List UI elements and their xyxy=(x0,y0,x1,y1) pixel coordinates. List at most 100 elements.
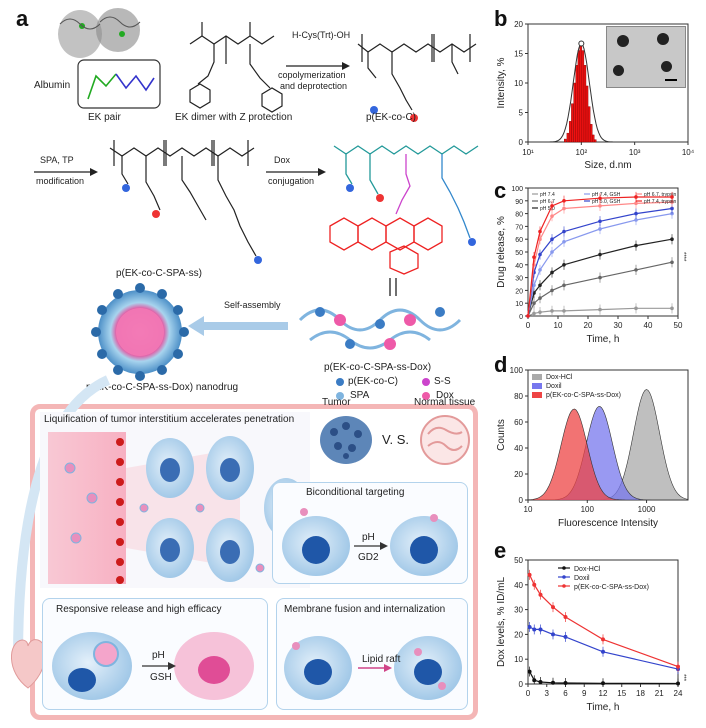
chart-c-xtick-label: 10 xyxy=(554,321,563,330)
chart-c-point xyxy=(598,252,602,257)
nanodrug-label: p(EK-co-C-SPA-ss-Dox) nanodrug xyxy=(86,382,239,393)
chart-c-point xyxy=(562,283,566,288)
ph-label-2: pH xyxy=(152,650,165,661)
chart-b-fit-curve xyxy=(538,42,646,143)
chart-b-bar xyxy=(566,132,570,143)
chart-c-point xyxy=(538,229,542,234)
chart-c-ytick-label: 70 xyxy=(515,224,523,231)
chart-b-bar xyxy=(589,124,593,143)
ek-dimer-label: EK dimer with Z protection xyxy=(175,112,293,123)
chart-e-point xyxy=(538,627,543,632)
step1-line2: and deprotection xyxy=(280,81,348,91)
chart-e-significance: *** xyxy=(680,674,686,682)
panel-label-c: c xyxy=(494,178,507,203)
self-assembly-label: Self-assembly xyxy=(224,300,281,310)
legend-spa-label: SPA xyxy=(350,390,370,401)
chart-e-point xyxy=(676,664,680,669)
chart-c-ytick-label: 0 xyxy=(519,314,523,321)
chart-c-legend-label: pH 6.7, trypsin xyxy=(644,192,676,198)
chart-c-ylabel: Drug release, % xyxy=(496,216,507,288)
chart-c-point xyxy=(532,255,536,259)
chart-c-ytick-label: 90 xyxy=(515,199,523,206)
chart-c-point xyxy=(598,196,602,201)
chart-b-bar xyxy=(593,139,597,143)
chart-e-point xyxy=(527,624,532,629)
chart-b-bar xyxy=(581,50,585,143)
chart-e-ylabel: Dox levels, % ID/mL xyxy=(496,577,507,667)
chart-d-ytick-label: 40 xyxy=(514,444,523,453)
chart-d-legend-label: p(EK-co-C-SPA-ss-Dox) xyxy=(546,392,621,399)
chart-e-point xyxy=(551,632,555,637)
chart-b-xtick-label: 10¹ xyxy=(522,148,534,157)
panel-label-a: a xyxy=(16,6,29,31)
chart-c-point xyxy=(670,260,674,265)
chart-c-point xyxy=(670,306,674,311)
chart-d-legend-label: Dox-HCl xyxy=(546,374,573,381)
chart-c-point xyxy=(538,296,542,300)
membrane-title: Membrane fusion and internalization xyxy=(284,604,446,615)
legend-ss-label: S-S xyxy=(434,376,451,387)
chart-c-point xyxy=(670,206,674,211)
chart-c-point xyxy=(598,204,602,208)
chart-c-legend-label: pH 7.4, GSH xyxy=(592,192,621,198)
chart-b-ytick-label: 10 xyxy=(514,79,523,88)
chart-c-series-line xyxy=(527,201,673,317)
chart-c-xtick-label: 50 xyxy=(674,321,683,330)
panel-label-d: d xyxy=(494,352,508,377)
chart-c-point xyxy=(670,237,674,241)
albumin-label: Albumin xyxy=(34,80,71,91)
chart-e-ytick-label: 40 xyxy=(514,581,523,590)
chart-c-point xyxy=(532,311,536,316)
chart-c-point xyxy=(562,239,566,244)
albumin-structure-icon xyxy=(58,8,141,58)
chart-c-point xyxy=(550,214,554,218)
chart-e-xtick-label: 9 xyxy=(582,689,587,698)
chart-e-point xyxy=(532,678,537,683)
chart-e-xtick-label: 21 xyxy=(655,689,664,698)
chart-d-ytick-label: 0 xyxy=(519,496,524,505)
chart-b-xtick-label: 10² xyxy=(576,148,588,157)
chart-c-point xyxy=(598,227,602,231)
chart-e-point xyxy=(532,582,537,587)
chart-c-ytick-label: 10 xyxy=(515,301,523,308)
chart-c-point xyxy=(634,211,638,216)
pek-co-c-spa-ss-dox-label: p(EK-co-C-SPA-ss-Dox) xyxy=(324,362,432,373)
biconditional-title: Biconditional targeting xyxy=(306,487,405,498)
chart-c-point xyxy=(532,283,536,288)
chart-d-histogram-area xyxy=(528,409,688,500)
liquification-title: Liquification of tumor interstitium acce… xyxy=(44,414,295,425)
chart-c-point xyxy=(598,307,602,312)
chart-c-point xyxy=(550,270,554,275)
chart-c-point xyxy=(538,268,542,272)
chart-c-ytick-label: 20 xyxy=(515,288,523,295)
chart-e-legend-label: Dox-HCl xyxy=(574,566,601,573)
chart-b-bar xyxy=(573,82,576,143)
versus-label: V. S. xyxy=(382,432,409,447)
chart-d-legend-swatch xyxy=(532,374,542,380)
chart-b-ytick-label: 0 xyxy=(519,138,524,147)
chart-d-histogram-outline xyxy=(527,408,688,501)
chart-d-ytick-label: 100 xyxy=(510,366,524,375)
chart-b-xlabel: Size, d.nm xyxy=(584,160,631,171)
chart-e-point xyxy=(601,649,605,654)
lipid-raft-label: Lipid raft xyxy=(362,654,401,665)
legend-dox-label: Dox xyxy=(436,390,454,401)
nanodrug-sphere-illustration xyxy=(91,283,189,381)
chart-d-xtick-label: 1000 xyxy=(638,505,656,514)
chart-e-xtick-label: 0 xyxy=(526,689,531,698)
chart-c-point xyxy=(634,195,638,199)
normal-tissue-illustration xyxy=(420,415,470,465)
chart-d-legend-swatch xyxy=(532,383,542,389)
chart-e-ytick-label: 0 xyxy=(519,680,524,689)
chart-e-point xyxy=(601,681,605,686)
chart-e-legend-marker xyxy=(562,566,566,570)
chart-b-bar xyxy=(583,65,587,143)
chart-e-legend-marker xyxy=(562,584,566,588)
chart-d-ylabel: Counts xyxy=(496,419,507,451)
tissue-penetration-illustration xyxy=(48,432,308,584)
chart-d-ytick-label: 60 xyxy=(514,418,523,427)
panel-label-b: b xyxy=(494,6,508,31)
chart-c-legend-label: pH 7.4 xyxy=(540,192,555,198)
chart-e-point xyxy=(538,680,543,685)
